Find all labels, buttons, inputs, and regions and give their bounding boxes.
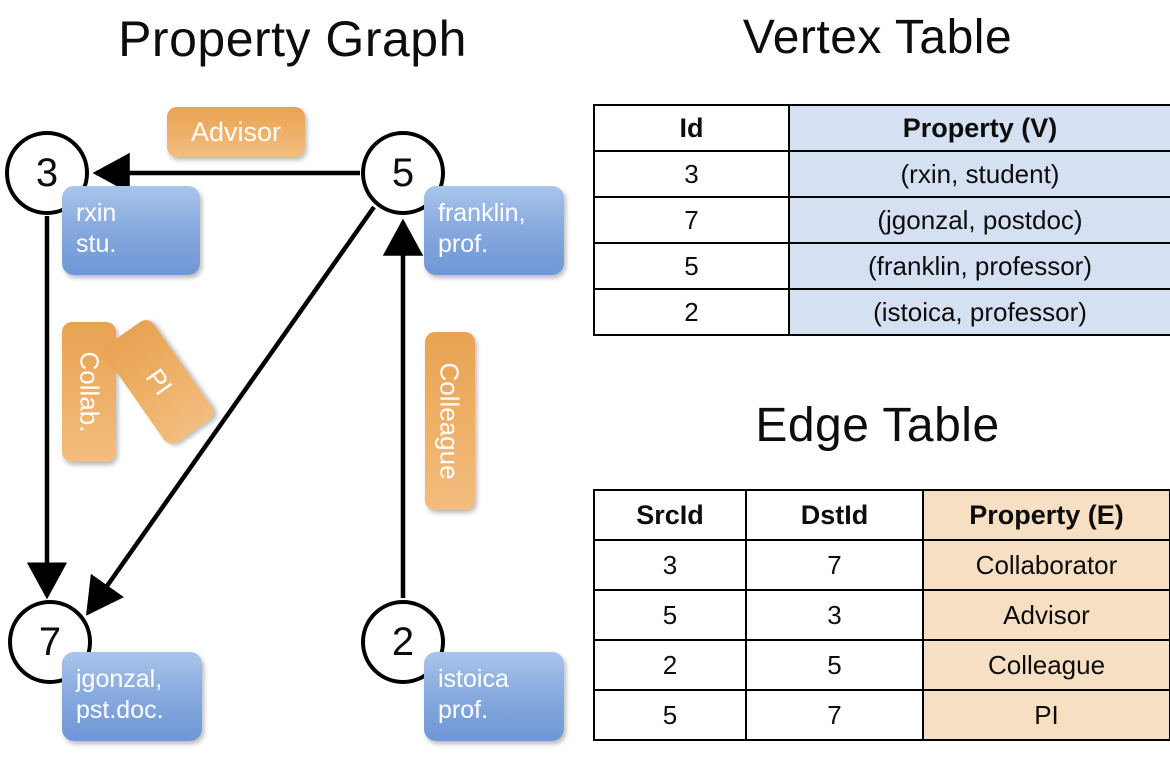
edge-label-advisor-text: Advisor — [190, 116, 282, 147]
edge-table-cell-dstid: 5 — [745, 639, 924, 691]
vertex-property-franklin: franklin, prof. — [424, 186, 564, 275]
table-row: 2 (istoica, professor) — [593, 288, 1170, 336]
vertex-property-jgonzal: jgonzal, pst.doc. — [62, 652, 202, 741]
edge-label-colleague: Colleague — [425, 332, 475, 510]
vertex-table-cell-property: (rxin, student) — [788, 150, 1170, 198]
table-row: 3 (rxin, student) — [593, 150, 1170, 198]
edge-line-pi — [86, 205, 376, 616]
edge-table-header-srcid: SrcId — [593, 489, 747, 541]
edge-table-cell-property: Advisor — [922, 589, 1170, 641]
edge-table-cell-srcid: 2 — [593, 639, 747, 691]
page-title-property-graph: Property Graph — [118, 11, 467, 67]
edge-table-cell-dstid: 3 — [745, 589, 924, 641]
edge-table-cell-property: Collaborator — [922, 539, 1170, 591]
edge-table-header-row: SrcId DstId Property (E) — [593, 489, 1170, 541]
edge-table-cell-srcid: 5 — [593, 589, 747, 641]
page-title-edge-table: Edge Table — [755, 399, 1000, 452]
page-title-vertex-table: Vertex Table — [742, 11, 1013, 64]
vertex-property-jgonzal-line2: pst.doc. — [76, 696, 164, 724]
edge-table: SrcId DstId Property (E) 3 7 Collaborato… — [593, 489, 1170, 741]
vertex-property-rxin: rxin stu. — [62, 186, 200, 275]
graph-vertex-5[interactable]: 5 — [361, 131, 445, 215]
vertex-property-franklin-line1: franklin, — [438, 199, 526, 227]
vertex-table-header-id: Id — [593, 104, 790, 152]
table-row: 5 7 PI — [593, 689, 1170, 741]
edge-table-cell-dstid: 7 — [745, 539, 924, 591]
table-row: 5 3 Advisor — [593, 589, 1170, 641]
vertex-table-cell-id: 7 — [593, 196, 790, 244]
edge-table-cell-dstid: 7 — [745, 689, 924, 741]
edge-label-colleague-text: Colleague — [435, 362, 465, 480]
edge-label-advisor: Advisor — [167, 107, 305, 157]
edge-table-cell-srcid: 5 — [593, 689, 747, 741]
vertex-property-istoica: istoica prof. — [424, 652, 564, 741]
property-graph-diagram: 3 5 7 2 rxin stu. franklin, prof. jgonza… — [5, 107, 564, 741]
vertex-table-cell-id: 2 — [593, 288, 790, 336]
vertex-table-cell-id: 3 — [593, 150, 790, 198]
vertex-table: Id Property (V) 3 (rxin, student) 7 (jgo… — [593, 104, 1170, 336]
edge-table-cell-property: PI — [922, 689, 1170, 741]
vertex-property-rxin-line1: rxin — [76, 199, 117, 227]
table-row: 5 (franklin, professor) — [593, 242, 1170, 290]
vertex-property-istoica-line1: istoica — [438, 665, 509, 693]
edge-table-header-dstid: DstId — [745, 489, 924, 541]
table-row: 3 7 Collaborator — [593, 539, 1170, 591]
vertex-property-franklin-line2: prof. — [438, 230, 489, 258]
vertex-table-cell-id: 5 — [593, 242, 790, 290]
vertex-table-header-row: Id Property (V) — [593, 104, 1170, 152]
edge-table-cell-property: Colleague — [922, 639, 1170, 691]
graph-edge-lines — [26, 152, 424, 616]
edge-label-collab-text: Collab. — [74, 351, 104, 433]
vertex-property-jgonzal-line1: jgonzal, — [76, 665, 163, 693]
graph-vertex-2[interactable]: 2 — [361, 600, 445, 684]
edge-label-pi-text: PI — [139, 363, 179, 401]
table-row: 7 (jgonzal, postdoc) — [593, 196, 1170, 244]
vertex-table-cell-property: (jgonzal, postdoc) — [788, 196, 1170, 244]
table-row: 2 5 Colleague — [593, 639, 1170, 691]
edge-table-cell-srcid: 3 — [593, 539, 747, 591]
edge-table-header-property: Property (E) — [922, 489, 1170, 541]
vertex-table-header-property: Property (V) — [788, 104, 1170, 152]
vertex-table-cell-property: (franklin, professor) — [788, 242, 1170, 290]
vertex-table-cell-property: (istoica, professor) — [788, 288, 1170, 336]
vertex-property-istoica-line2: prof. — [438, 696, 489, 724]
vertex-property-rxin-line2: stu. — [76, 230, 117, 258]
